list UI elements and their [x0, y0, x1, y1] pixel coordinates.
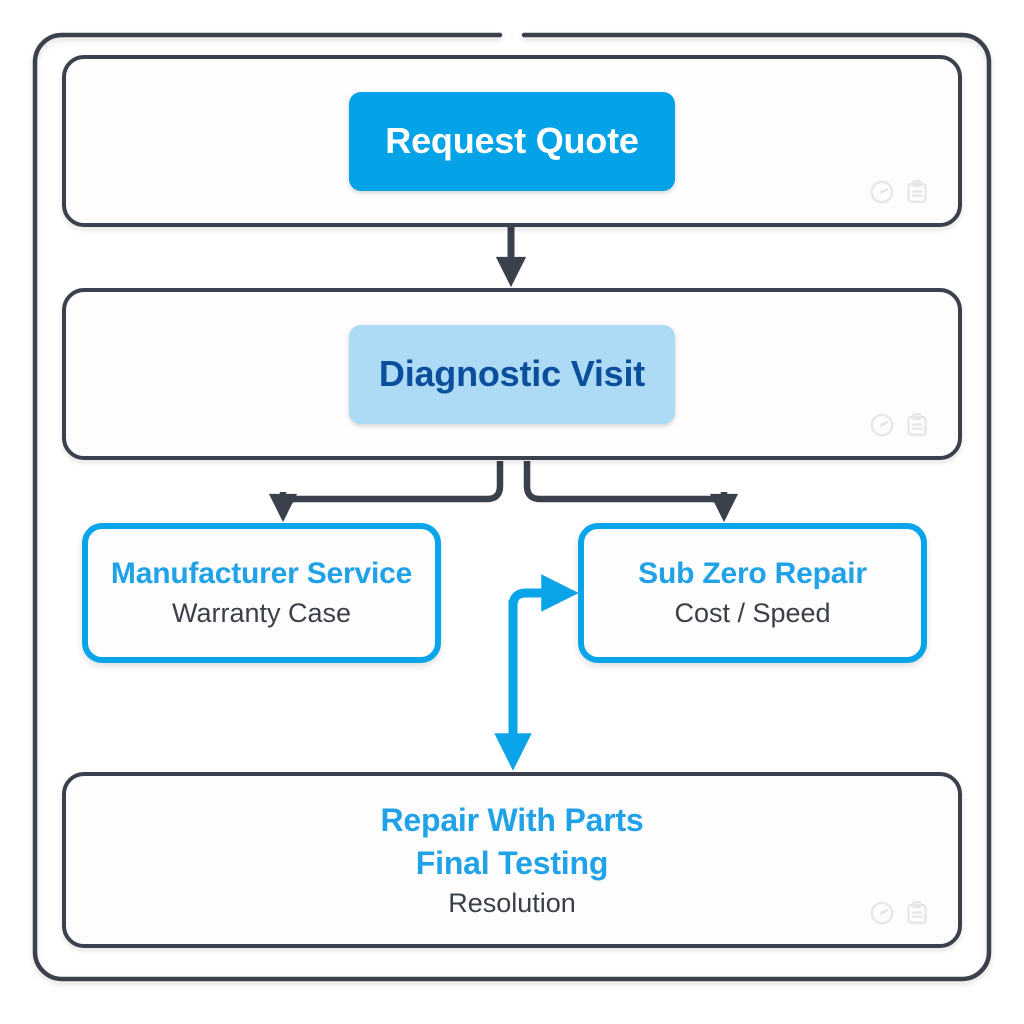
icon-cluster-request-quote	[869, 179, 930, 205]
outer-frame	[32, 32, 992, 982]
icon-cluster-repair-final	[869, 900, 930, 926]
edge-diagnostic-to-subzero	[523, 461, 728, 516]
edge-diagnostic-to-manufacturer	[279, 461, 504, 516]
node-sub-zero-repair[interactable]: Sub Zero Repair Cost / Speed	[578, 523, 927, 663]
clipboard-icon	[907, 900, 927, 924]
gauge-icon	[870, 180, 894, 204]
clipboard-icon	[907, 412, 927, 436]
manufacturer-service-title: Manufacturer Service	[110, 557, 413, 590]
repair-final-title-line-2: Final Testing	[415, 844, 609, 881]
node-request-quote[interactable]: Request Quote	[62, 55, 962, 227]
clipboard-icon	[907, 179, 927, 203]
repair-final-subtitle: Resolution	[448, 887, 576, 918]
sub-zero-repair-subtitle: Cost / Speed	[674, 598, 831, 628]
chip-diagnostic-visit[interactable]: Diagnostic Visit	[349, 324, 675, 424]
node-repair-final[interactable]: Repair With Parts Final Testing Resoluti…	[62, 772, 962, 948]
edge-accent-to-subzero	[508, 574, 579, 640]
repair-final-title-line-1: Repair With Parts	[380, 801, 644, 838]
gauge-icon	[870, 901, 894, 925]
gauge-icon	[870, 413, 894, 437]
chip-request-quote[interactable]: Request Quote	[349, 91, 675, 191]
icon-cluster-diagnostic-visit	[869, 412, 930, 438]
manufacturer-service-subtitle: Warranty Case	[171, 598, 352, 628]
node-manufacturer-service[interactable]: Manufacturer Service Warranty Case	[82, 523, 441, 663]
node-diagnostic-visit[interactable]: Diagnostic Visit	[62, 288, 962, 460]
sub-zero-repair-title: Sub Zero Repair	[638, 557, 867, 590]
